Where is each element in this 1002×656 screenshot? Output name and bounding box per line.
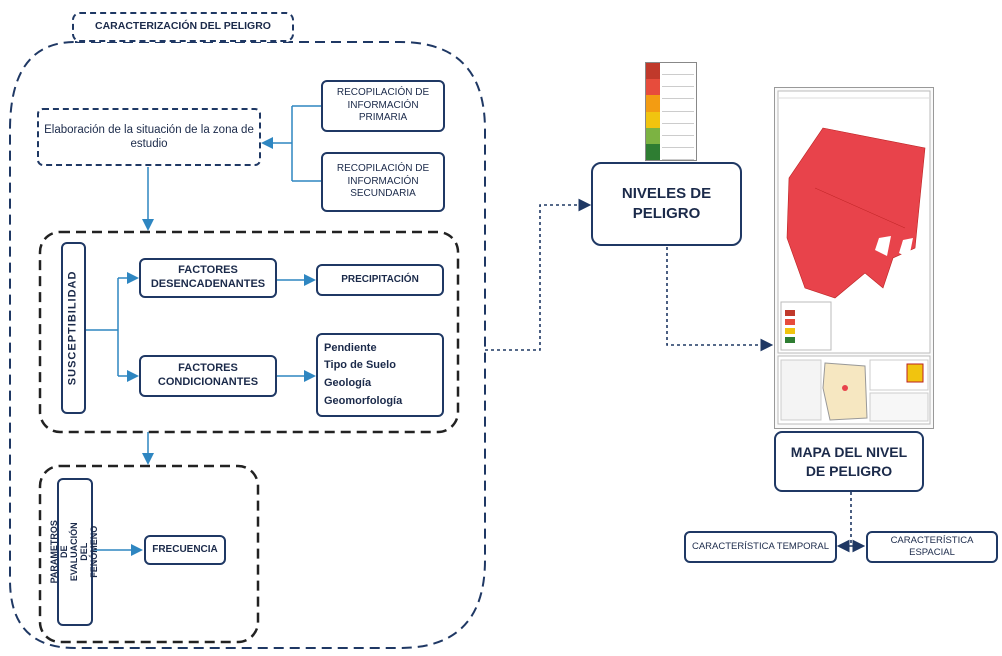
hazard-legend-thumbnail [645, 62, 697, 161]
info-secondary-text: RECOPILACIÓN DE INFORMACIÓN SECUNDARIA [336, 163, 430, 200]
conditioning-factors-text: FACTORES CONDICIONANTES [157, 362, 259, 388]
hazard-zone-polygon [786, 127, 926, 299]
legend-text-rows [660, 63, 696, 160]
hazard-map-graphic [777, 90, 931, 425]
triggering-factors-box: FACTORES DESENCADENANTES [139, 258, 277, 298]
condition-item-geomorphology: Geomorfología [324, 394, 403, 407]
legend-very-high [646, 63, 660, 80]
precipitation-box: PRECIPITACIÓN [316, 264, 444, 296]
info-primary-box: RECOPILACIÓN DE INFORMACIÓN PRIMARIA [321, 80, 445, 132]
study-zone-box: Elaboración de la situación de la zona d… [37, 108, 261, 166]
legend-medium-yellow [646, 111, 660, 128]
frequency-box: FRECUENCIA [144, 535, 226, 565]
precipitation-text: PRECIPITACIÓN [341, 273, 419, 285]
condition-item-slope: Pendiente [324, 341, 377, 354]
temporal-box: CARACTERÍSTICA TEMPORAL [684, 531, 837, 563]
triggering-factors-text: FACTORES DESENCADENANTES [150, 264, 266, 290]
susceptibility-container [38, 230, 460, 434]
info-secondary-box: RECOPILACIÓN DE INFORMACIÓN SECUNDARIA [321, 152, 445, 212]
frequency-text: FRECUENCIA [152, 543, 218, 555]
legend-high [646, 79, 660, 96]
outer-container [9, 41, 486, 649]
conditioning-items-list: Pendiente Tipo de Suelo Geología Geomorf… [324, 340, 402, 410]
legend-low-lightgreen [646, 127, 660, 144]
hazard-map-box: MAPA DEL NIVEL DE PELIGRO [774, 431, 924, 492]
temporal-text: CARACTERÍSTICA TEMPORAL [691, 541, 830, 553]
spatial-box: CARACTERÍSTICA ESPACIAL [866, 531, 998, 563]
evaluation-container [38, 464, 260, 644]
hazard-levels-box: NIVELES DE PELIGRO [591, 162, 742, 246]
conditioning-items-box: Pendiente Tipo de Suelo Geología Geomorf… [316, 333, 444, 417]
susceptibility-label: SUSCEPTIBILIDAD [66, 270, 79, 386]
legend-color-column [646, 63, 660, 161]
study-zone-text: Elaboración de la situación de la zona d… [44, 123, 254, 150]
institution-logo [906, 363, 924, 383]
hazard-map-thumbnail [774, 87, 934, 429]
title-box: CARACTERIZACIÓN DEL PELIGRO [72, 12, 294, 42]
location-inset-map [822, 362, 868, 421]
conditioning-factors-box: FACTORES CONDICIONANTES [139, 355, 277, 397]
info-primary-text: RECOPILACIÓN DE INFORMACIÓN PRIMARIA [336, 87, 430, 124]
legend-medium-orange [646, 95, 660, 112]
hazard-levels-text: NIVELES DE PELIGRO [621, 184, 712, 222]
hazard-map-text: MAPA DEL NIVEL DE PELIGRO [790, 443, 908, 479]
condition-item-geology: Geología [324, 377, 372, 389]
title-text: CARACTERIZACIÓN DEL PELIGRO [95, 20, 271, 33]
evaluation-label: PARAMETROS DE EVALUACIÓN DEL FENÓMENO [49, 520, 99, 584]
susceptibility-label-box: SUSCEPTIBILIDAD [61, 242, 86, 414]
evaluation-label-box: PARAMETROS DE EVALUACIÓN DEL FENÓMENO [49, 478, 99, 626]
condition-item-soil: Tipo de Suelo [324, 359, 396, 372]
spatial-text: CARACTERÍSTICA ESPACIAL [890, 535, 974, 558]
legend-low-green [646, 143, 660, 161]
